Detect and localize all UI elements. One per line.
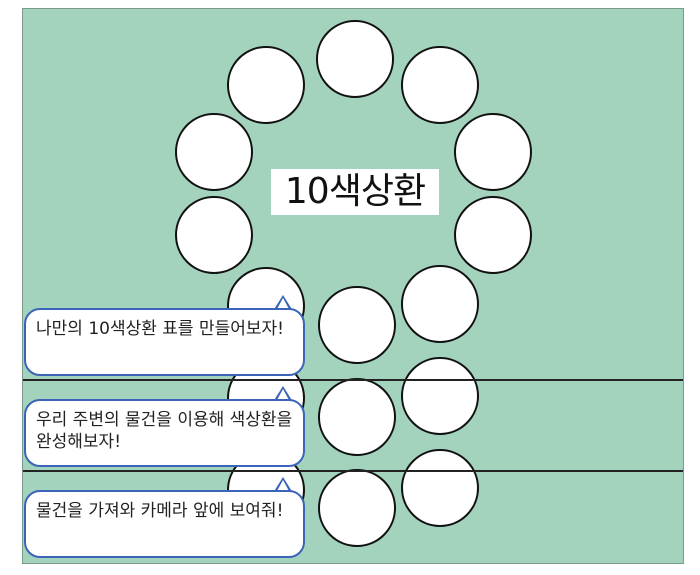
speech-bubble-tail [273, 477, 293, 493]
color-slot-6[interactable] [175, 196, 253, 274]
color-slot-3[interactable] [401, 46, 479, 124]
speech-bubble-text: 나만의 10색상환 표를 만들어보자! [36, 319, 284, 339]
speech-bubble-1: 나만의 10색상환 표를 만들어보자! [24, 308, 305, 376]
color-slot-fragment [318, 469, 396, 547]
color-slot-10[interactable] [401, 265, 479, 343]
speech-bubble-tail [273, 295, 293, 311]
color-slot-5[interactable] [454, 113, 532, 191]
color-slot-7[interactable] [454, 196, 532, 274]
color-wheel-panel: 10색상환 나만의 10색상환 표를 만들어보자! 우리 주변의 물건을 이용해… [22, 8, 684, 564]
speech-bubble-tail [273, 386, 293, 402]
color-slot-9[interactable] [318, 286, 396, 364]
color-slot-fragment [318, 378, 396, 456]
color-slot-fragment [401, 449, 479, 527]
color-slot-2[interactable] [227, 46, 305, 124]
speech-bubble-2: 우리 주변의 물건을 이용해 색상환을 완성해보자! [24, 399, 305, 467]
frame-divider [23, 470, 683, 472]
speech-bubble-text: 물건을 가져와 카메라 앞에 보여줘! [36, 501, 284, 521]
speech-bubble-text: 우리 주변의 물건을 이용해 색상환을 완성해보자! [36, 410, 293, 452]
color-slot-fragment [401, 357, 479, 435]
color-slot-4[interactable] [175, 113, 253, 191]
color-slot-1[interactable] [316, 20, 394, 98]
frame-divider [23, 379, 683, 381]
color-wheel-title: 10색상환 [271, 169, 439, 215]
speech-bubble-3: 물건을 가져와 카메라 앞에 보여줘! [24, 490, 305, 558]
